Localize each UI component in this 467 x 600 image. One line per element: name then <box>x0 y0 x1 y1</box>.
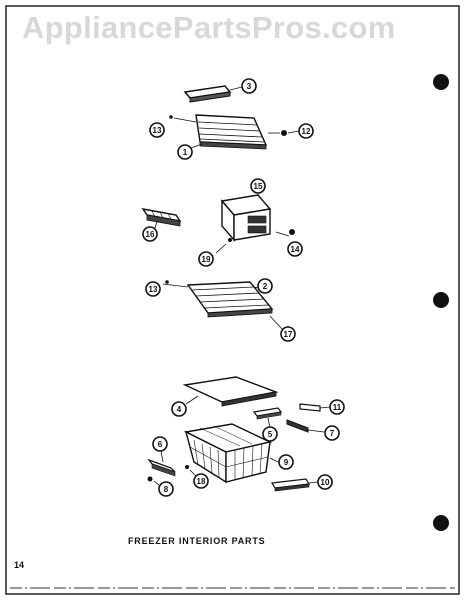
rail-cover-part-10 <box>271 478 319 492</box>
diagram-caption: FREEZER INTERIOR PARTS <box>128 536 266 546</box>
callout-5: 5 <box>262 426 278 442</box>
svg-text:4: 4 <box>177 405 182 414</box>
ice-tray-part-16 <box>141 208 182 229</box>
page-number: 14 <box>14 560 25 570</box>
callout-14: 14 <box>287 241 303 257</box>
callout-3: 3 <box>241 78 257 94</box>
svg-text:19: 19 <box>202 255 211 264</box>
svg-text:10: 10 <box>321 478 330 487</box>
screw-part-13-lower <box>165 280 169 284</box>
callout-4: 4 <box>171 401 187 417</box>
watermark: AppliancePartsPros.com <box>22 10 396 45</box>
callout-6: 6 <box>152 436 168 452</box>
svg-text:18: 18 <box>197 477 206 486</box>
svg-text:9: 9 <box>284 458 289 467</box>
svg-text:11: 11 <box>333 403 342 412</box>
callout-17: 17 <box>280 326 296 342</box>
ice-bin-part-15 <box>215 189 290 254</box>
callout-2: 2 <box>257 278 273 294</box>
svg-text:7: 7 <box>330 429 335 438</box>
svg-text:2: 2 <box>263 282 268 291</box>
svg-text:8: 8 <box>164 485 169 494</box>
binder-hole-bottom <box>433 515 449 531</box>
shelf-clip-part-12 <box>281 130 300 136</box>
shelf-trim-part-3 <box>183 85 243 103</box>
screw-part-8-lower <box>147 476 161 487</box>
svg-text:1: 1 <box>183 148 188 157</box>
svg-text:13: 13 <box>149 285 158 294</box>
svg-text:3: 3 <box>247 82 252 91</box>
slide-rail-part-5 <box>252 407 283 429</box>
callout-9: 9 <box>278 454 294 470</box>
screw-part-19 <box>228 238 232 242</box>
callout-16: 16 <box>142 226 158 242</box>
slide-rail-part-7 <box>286 419 325 433</box>
callout-7: 7 <box>324 425 340 441</box>
svg-text:12: 12 <box>302 127 311 136</box>
svg-text:16: 16 <box>146 230 155 239</box>
wire-shelf-part-2 <box>162 281 283 330</box>
slide-rail-part-6 <box>147 450 176 477</box>
callout-13-lower: 13 <box>145 281 161 297</box>
svg-text:6: 6 <box>158 440 163 449</box>
callout-15: 15 <box>250 178 266 194</box>
clip-part-14 <box>289 229 295 235</box>
callout-11: 11 <box>329 399 345 415</box>
callout-18: 18 <box>193 473 209 489</box>
svg-text:15: 15 <box>254 182 263 191</box>
wire-basket-part-9 <box>183 423 279 484</box>
wire-shelf-part-1 <box>173 114 280 150</box>
crisper-cover-part-4 <box>182 376 279 407</box>
binder-hole-middle <box>433 292 449 308</box>
rail-end-part-11 <box>299 403 331 412</box>
svg-text:13: 13 <box>153 126 162 135</box>
svg-text:17: 17 <box>284 330 293 339</box>
screw-part-13-upper <box>169 115 173 119</box>
screw-part-18 <box>185 465 198 478</box>
callout-13-upper: 13 <box>149 122 165 138</box>
svg-text:14: 14 <box>291 245 300 254</box>
page-border <box>5 5 460 595</box>
callout-10: 10 <box>317 474 333 490</box>
svg-text:5: 5 <box>268 430 273 439</box>
binder-hole-top <box>433 74 449 90</box>
callout-19: 19 <box>198 251 214 267</box>
callout-8: 8 <box>158 481 174 497</box>
callout-12: 12 <box>298 123 314 139</box>
callout-1: 1 <box>177 144 193 160</box>
